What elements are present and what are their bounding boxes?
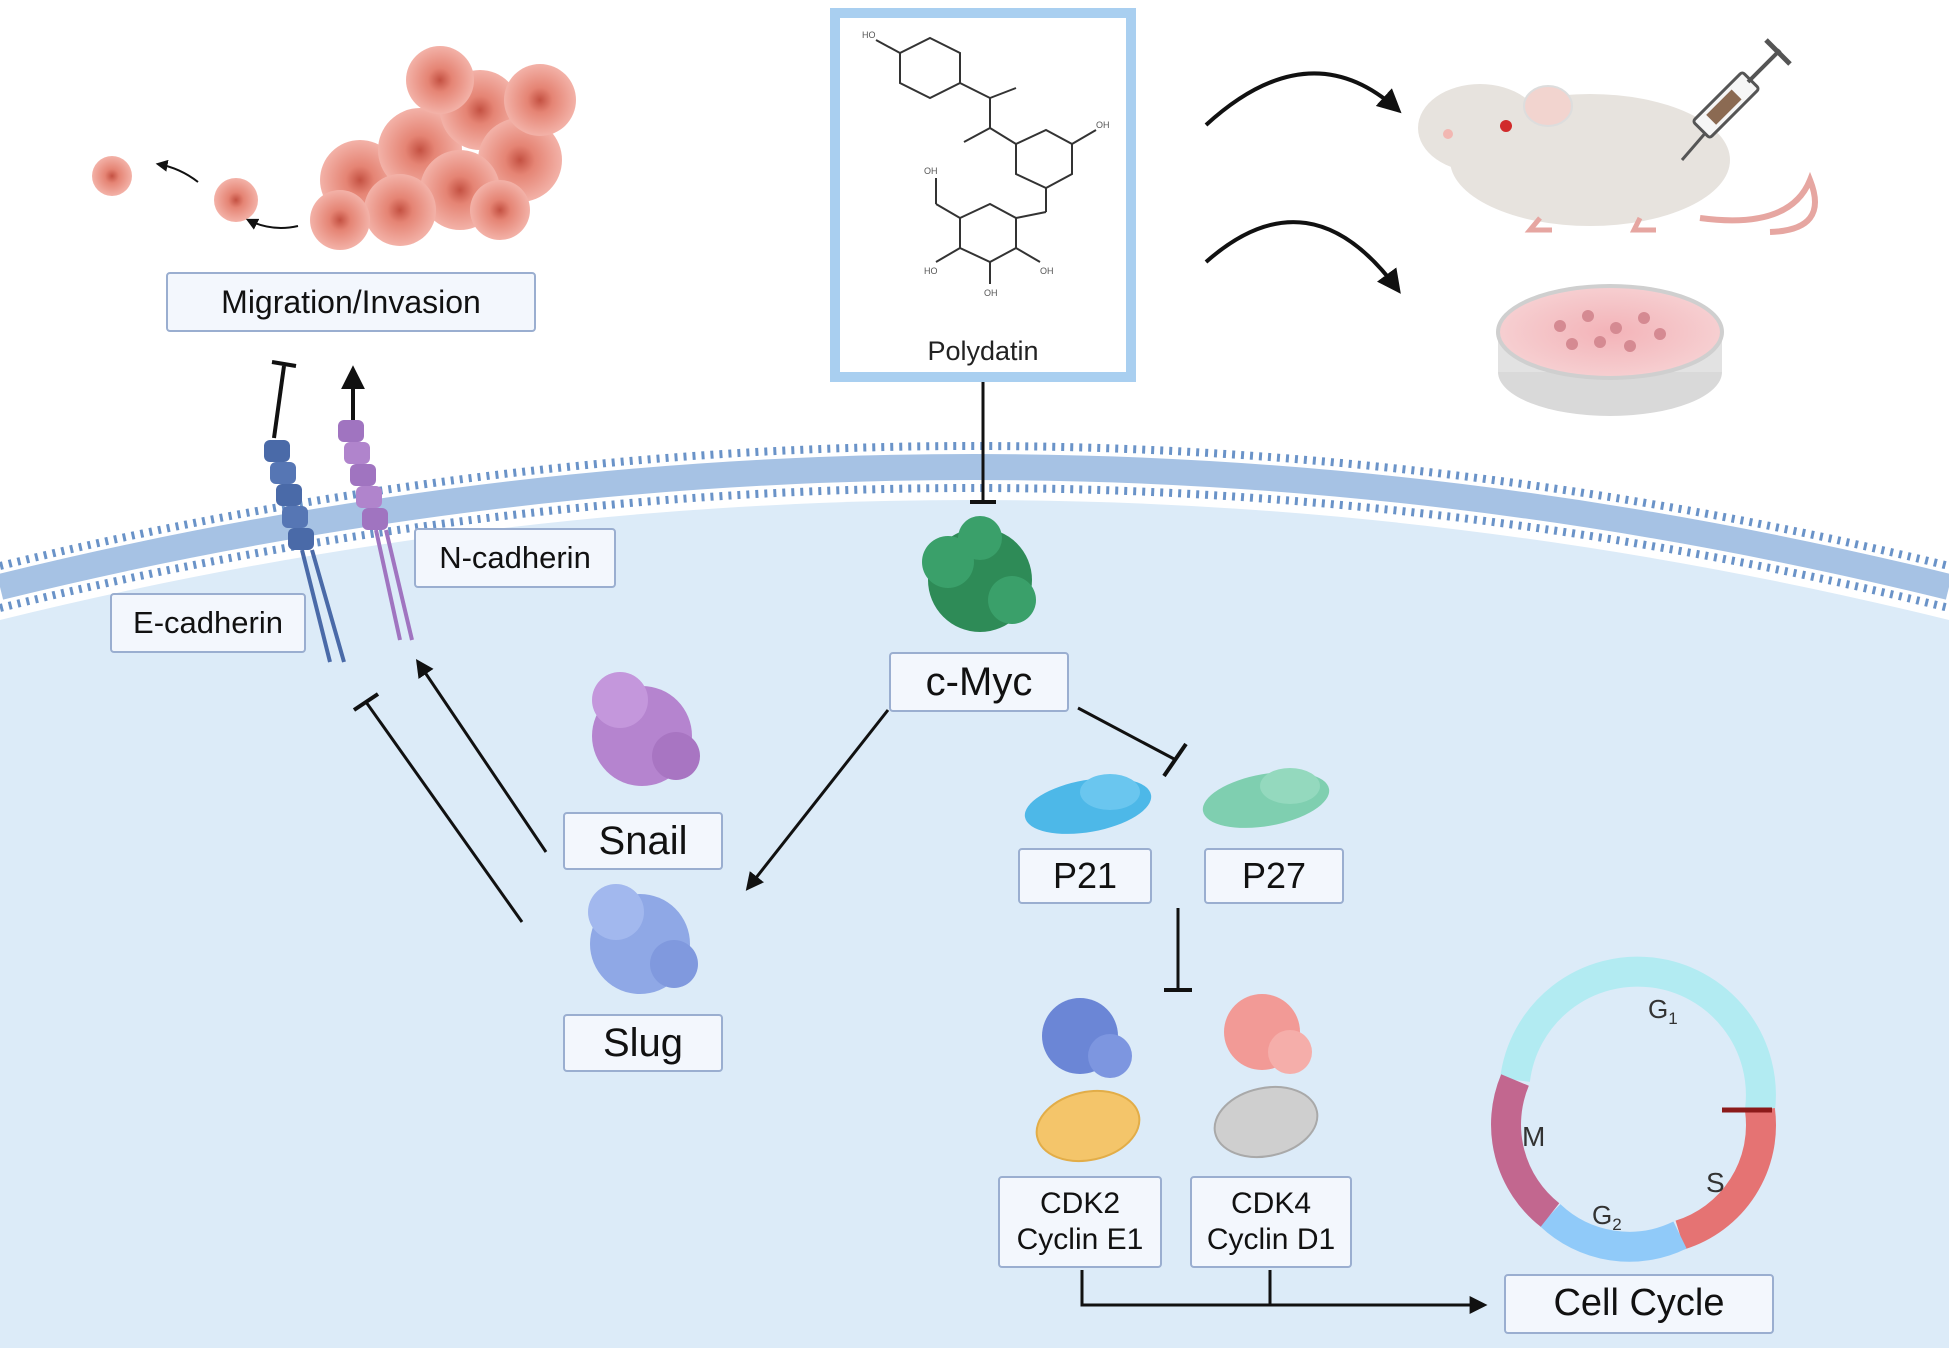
phase-m-label: M [1522,1121,1545,1152]
phase-g2-subscript: 2 [1612,1215,1621,1234]
cdk4-protein-icon [1224,994,1312,1074]
cdk2-protein-icon [1042,998,1132,1078]
slug-inhibit-ecadherin [364,701,524,923]
cmyc-inhibit-p21-p27 [1077,706,1177,762]
n-cadherin-receptor-icon [338,420,414,641]
cyclin-d1-protein-icon [1213,1086,1319,1158]
svg-text:G2: G2 [1592,1200,1622,1234]
ecadherin-inhibit-migration [272,365,286,439]
polydatin-label: Polydatin [927,336,1039,366]
phase-s-label: S [1706,1167,1725,1198]
cyclin-e1-text: Cyclin E1 [1016,1223,1144,1256]
cell-cycle-label: Cell Cycle [1504,1274,1774,1334]
c-myc-protein-icon [922,516,1036,632]
tumor-cells-icon [92,46,576,250]
arrow-to-dish [1204,220,1401,294]
cell-cytoplasm [0,500,1949,1348]
cdk4-text: CDK4 [1230,1187,1312,1220]
slug-label: Slug [563,1014,723,1072]
arrow-to-mouse [1204,71,1402,127]
n-cadherin-label: N-cadherin [414,528,616,588]
phase-g2-label: G [1592,1200,1612,1230]
phase-g1-label: G [1648,994,1668,1024]
p21-protein-icon [1024,774,1152,834]
cdk2-text: CDK2 [1039,1187,1121,1220]
c-myc-label: c-Myc [889,652,1069,712]
phase-g1-subscript: 1 [1668,1009,1677,1028]
svg-text:G1: G1 [1648,994,1678,1028]
snail-to-ncadherin-arrow [415,659,548,853]
cdk-to-cell-cycle-arrow [1080,1270,1484,1305]
polydatin-structure-icon: HO OH OH HO OH OH [862,30,1110,298]
svg-text:OH: OH [984,288,998,298]
cmyc-to-snail-arrow [745,709,890,891]
snail-protein-icon [592,672,700,786]
svg-text:HO: HO [862,30,876,40]
p27-label: P27 [1204,848,1344,904]
mouse-icon [1418,84,1818,235]
p21-label: P21 [1018,848,1152,904]
slug-protein-icon [588,884,698,994]
cyclin-e1-protein-icon [1035,1090,1141,1162]
cell-cycle-ring-icon: G1 S G2 M [1491,956,1776,1262]
cdk2-cyclin-e1-label: CDK2 Cyclin E1 [998,1176,1162,1268]
cyclin-d1-text: Cyclin D1 [1206,1223,1336,1256]
svg-text:OH: OH [1096,120,1110,130]
svg-text:OH: OH [1040,266,1054,276]
e-cadherin-receptor-icon [264,440,346,663]
polydatin-structure-box: HO OH OH HO OH OH Polydatin [830,8,1136,382]
p27-protein-icon [1202,768,1330,828]
syringe-icon [1680,38,1792,161]
migration-invasion-label: Migration/Invasion [166,272,536,332]
cell-membrane-outer [0,442,1949,570]
svg-text:OH: OH [924,166,938,176]
e-cadherin-label: E-cadherin [110,593,306,653]
petri-dish-icon [1496,284,1724,416]
cdk4-cyclin-d1-label: CDK4 Cyclin D1 [1190,1176,1352,1268]
svg-text:HO: HO [924,266,938,276]
cell-membrane-inner [0,484,1949,612]
snail-label: Snail [563,812,723,870]
